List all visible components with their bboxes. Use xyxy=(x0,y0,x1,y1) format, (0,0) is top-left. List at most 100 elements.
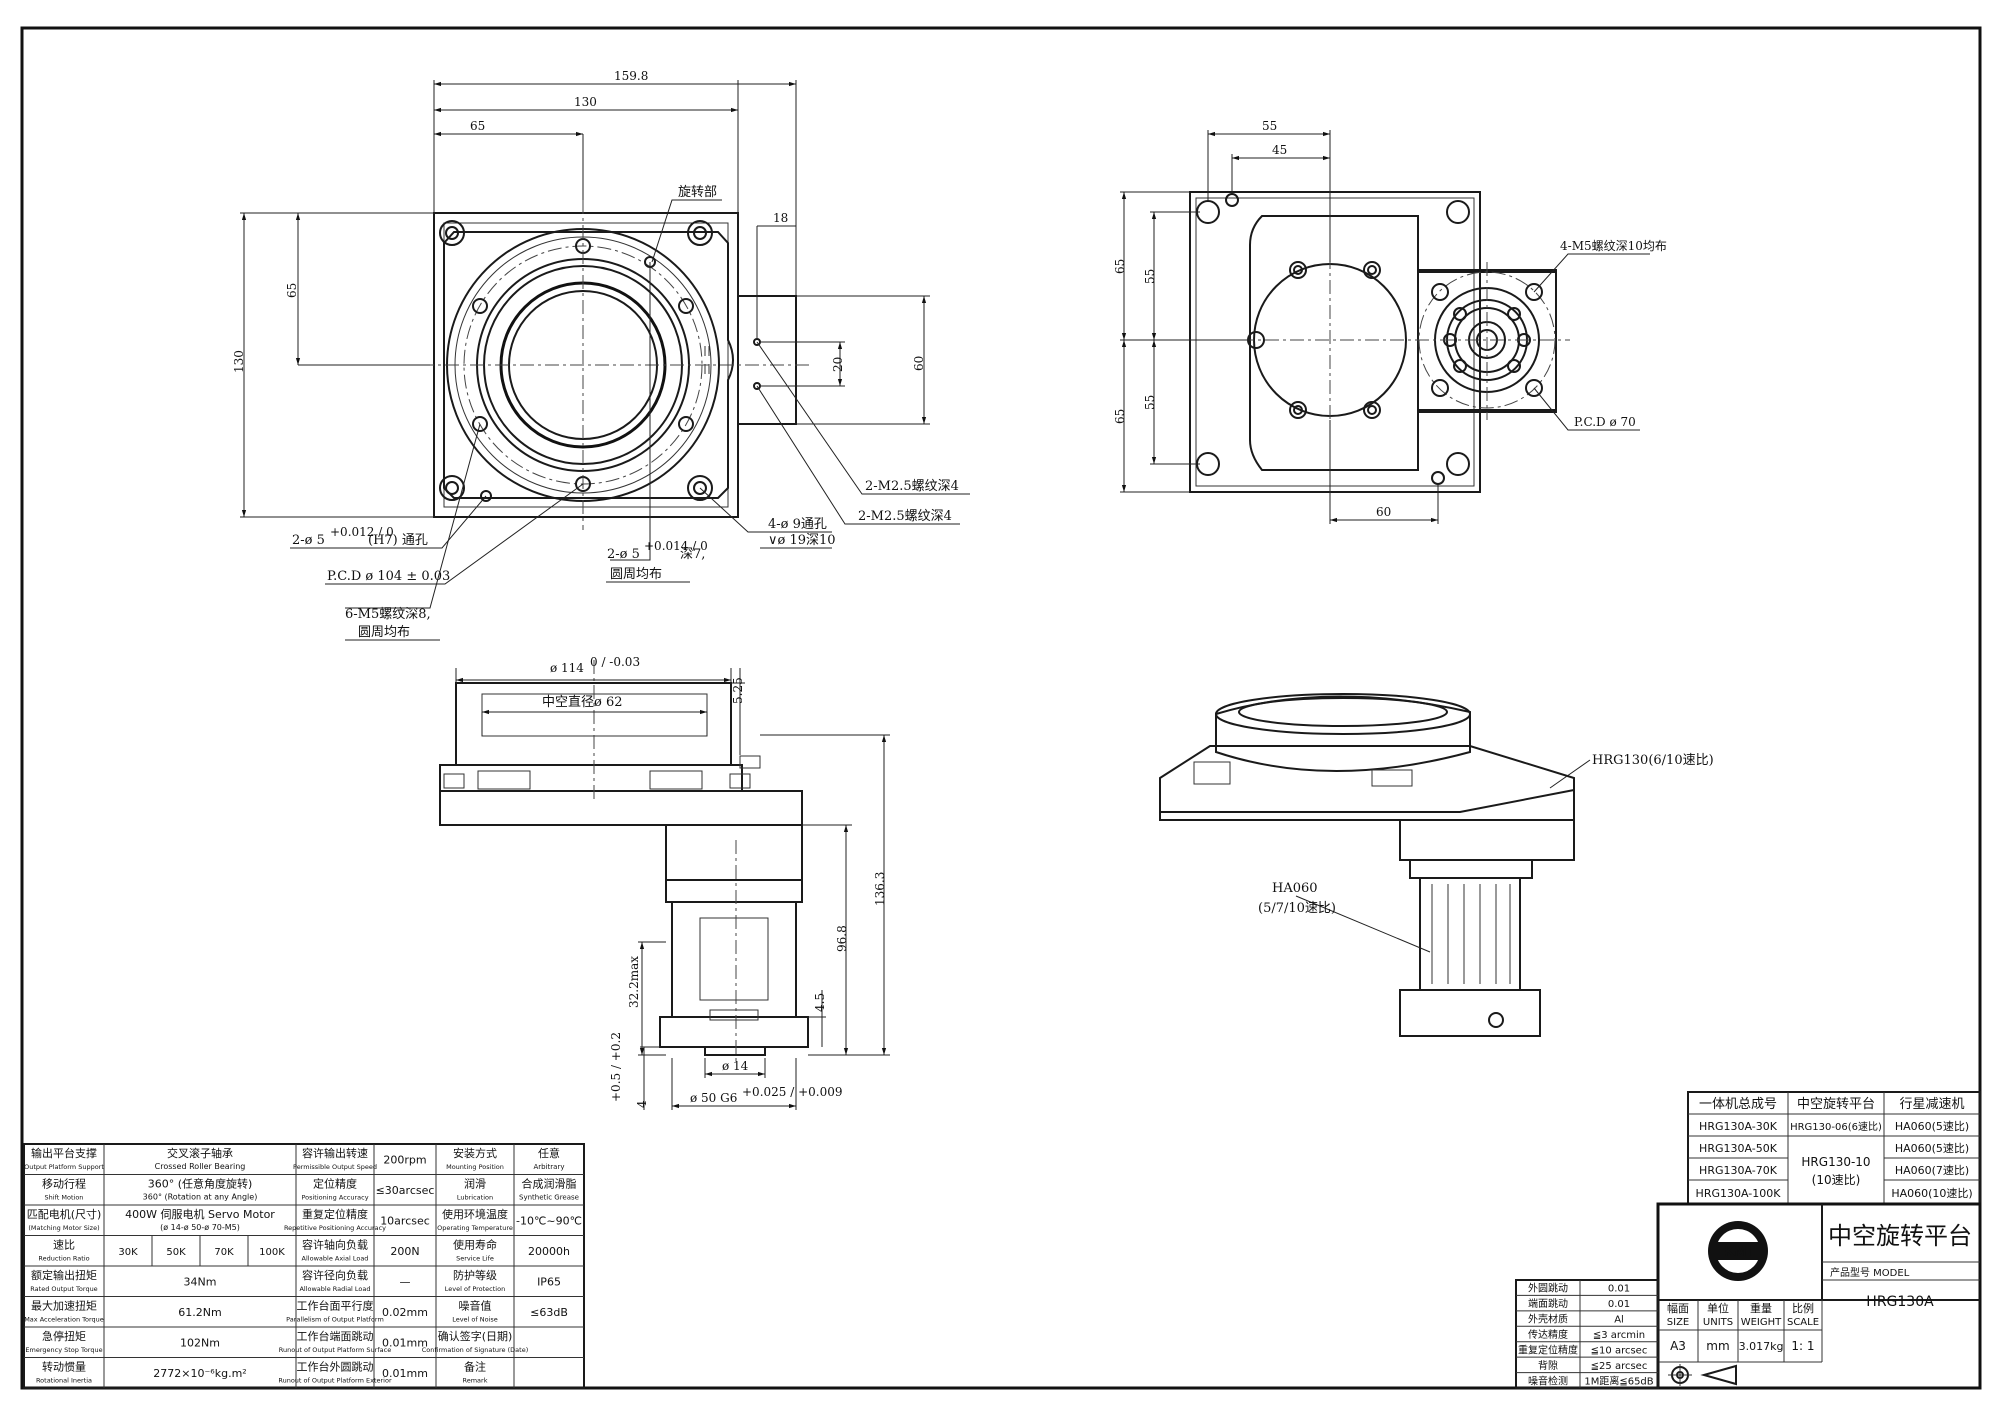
scale-header-en: SCALE xyxy=(1787,1317,1819,1328)
note-pin-hole-depth-tol: +0.014 / 0 xyxy=(644,539,708,553)
spec-ratio-value: 50K xyxy=(166,1247,186,1258)
dim-outer-dia-tol: 0 / -0.03 xyxy=(590,655,640,669)
spec-header-label-en: Output Platform Support xyxy=(24,1163,104,1171)
note-pin-hole-depth-b: 圆周均布 xyxy=(610,567,662,582)
dim-65-bottom: 65 xyxy=(1113,409,1127,424)
spec-value: 20000h xyxy=(528,1245,570,1258)
model-header-reducer: 行星减速机 xyxy=(1899,1097,1964,1112)
iso-label-motor-a: HA060 xyxy=(1272,881,1318,896)
weight-value: 3.017kg xyxy=(1739,1340,1784,1353)
tolerance-value: ≦25 arcsec xyxy=(1591,1361,1648,1372)
bottom-view: 55 45 65 65 55 55 60 4-M5螺纹深10均布 P.C.D ø… xyxy=(1113,119,1667,524)
kmi-logo: KMI xyxy=(1708,1221,1768,1281)
spec-header-label: 容许输出转速 xyxy=(302,1146,368,1160)
note-thru-holes-a: 4-ø 9通孔 xyxy=(768,517,827,532)
model-header-platform: 中空旋转平台 xyxy=(1797,1097,1875,1112)
size-header: 幅面 xyxy=(1667,1302,1689,1315)
tolerance-label: 背隙 xyxy=(1538,1359,1558,1372)
spec-header-label: 速比 xyxy=(53,1239,75,1252)
dim-50: ø 50 G6 xyxy=(690,1091,737,1105)
model-row-4-a: HRG130A-100K xyxy=(1696,1187,1782,1200)
spec-header-label-en: Positioning Accuracy xyxy=(301,1194,368,1202)
dim-60-horiz: 60 xyxy=(1376,505,1391,519)
spec-value-en: Synthetic Grease xyxy=(519,1194,579,1202)
spec-value-en: Crossed Roller Bearing xyxy=(155,1162,246,1171)
spec-header-label-en: Shift Motion xyxy=(45,1194,84,1202)
note-pcd: P.C.D ø 104 ± 0.03 xyxy=(327,569,450,584)
dim-50-tol: +0.025 / +0.009 xyxy=(742,1085,843,1099)
spec-value: 200rpm xyxy=(383,1153,426,1166)
spec-header-label-en: Parallelism of Output Platform xyxy=(286,1316,384,1324)
units-header-en: UNITS xyxy=(1703,1317,1733,1328)
dim-tab-width: 18 xyxy=(773,211,788,225)
spec-header-label-en: Repetitive Positioning Accuracy xyxy=(284,1224,386,1232)
note-thru-holes-b: ∨ø 19深10 xyxy=(768,533,836,548)
spec-header-label: 容许轴向负载 xyxy=(302,1238,368,1252)
title-main: 中空旋转平台 xyxy=(1828,1222,1972,1250)
spec-header-label: 防护等级 xyxy=(453,1268,497,1282)
spec-value: IP65 xyxy=(537,1275,561,1288)
tolerance-value: 0.01 xyxy=(1608,1284,1630,1295)
note-pin-hole-top-tol: +0.012 / 0 xyxy=(330,525,394,539)
top-view: 159.8 130 65 130 65 18 60 20 旋转部 2-M2.5螺… xyxy=(232,69,970,641)
dim-4-tol: +0.5 / +0.2 xyxy=(609,1032,623,1102)
spec-value: 交叉滚子轴承 xyxy=(167,1146,233,1160)
note-m25-b: 2-M2.5螺纹深4 xyxy=(858,509,952,524)
size-value: A3 xyxy=(1670,1339,1686,1353)
spec-value: 10arcsec xyxy=(380,1214,430,1227)
spec-ratio-value: 70K xyxy=(214,1247,234,1258)
dim-45: 4.5 xyxy=(813,993,827,1012)
spec-header-label: 重复定位精度 xyxy=(302,1207,368,1221)
spec-value-en: Arbitrary xyxy=(534,1163,565,1171)
tolerance-value: ≦10 arcsec xyxy=(1591,1345,1648,1356)
spec-header-label-en: Service Life xyxy=(456,1255,494,1263)
dim-968: 96.8 xyxy=(835,925,849,952)
weight-header-en: WEIGHT xyxy=(1741,1317,1782,1328)
scale-value: 1: 1 xyxy=(1791,1339,1814,1353)
spec-header-label: 确认签字(日期) xyxy=(438,1329,513,1343)
spec-header-label-en: Rotational Inertia xyxy=(36,1377,92,1385)
tolerance-label: 传达精度 xyxy=(1528,1328,1568,1341)
spec-value: 0.02mm xyxy=(382,1306,428,1319)
spec-value: 0.01mm xyxy=(382,1367,428,1380)
note-m25-a: 2-M2.5螺纹深4 xyxy=(865,479,959,494)
dim-14: ø 14 xyxy=(722,1059,749,1073)
tolerance-label: 端面跳动 xyxy=(1528,1297,1568,1310)
spec-header-label: 定位精度 xyxy=(313,1177,357,1191)
spec-value: 34Nm xyxy=(184,1275,217,1288)
spec-ratio-value: 30K xyxy=(118,1247,138,1258)
model-value: HRG130A xyxy=(1866,1294,1934,1310)
spec-header-label-en: Remark xyxy=(463,1377,488,1385)
spec-value: 合成润滑脂 xyxy=(522,1177,577,1191)
dim-525: 5.25 xyxy=(731,677,745,704)
model-row-2-c: HA060(5速比) xyxy=(1895,1142,1969,1155)
spec-header-label: 安装方式 xyxy=(453,1146,497,1160)
spec-header-label: 工作台外圆跳动 xyxy=(297,1360,374,1374)
model-row-1-a: HRG130A-30K xyxy=(1699,1120,1778,1133)
dim-overall-width: 159.8 xyxy=(614,69,648,83)
spec-header-label: 移动行程 xyxy=(42,1178,86,1191)
model-platform-merged-b: (10速比) xyxy=(1812,1173,1861,1187)
spec-header-label-en: Rated Output Torque xyxy=(30,1285,97,1293)
spec-header-label: 急停扭矩 xyxy=(42,1329,86,1343)
spec-header-label-en: Runout of Output Platform Surface xyxy=(279,1346,391,1354)
label-rotating-part: 旋转部 xyxy=(678,185,717,200)
projection-symbol-icon xyxy=(1668,1364,1737,1386)
spec-value: 360° (任意角度旋转) xyxy=(148,1177,253,1191)
spec-value: ≤30arcsec xyxy=(376,1184,435,1197)
tolerance-value: ≦3 arcmin xyxy=(1593,1330,1645,1341)
spec-header-label-en: Reduction Ratio xyxy=(38,1255,89,1263)
dim-hole-spacing: 20 xyxy=(831,357,845,372)
note-pin-hole-top: 2-ø 5 xyxy=(292,533,325,548)
model-row-1-b: HRG130-06(6速比) xyxy=(1790,1121,1882,1133)
spec-header-label: 最大加速扭矩 xyxy=(31,1299,97,1313)
dim-hollow: 中空直径ø 62 xyxy=(542,695,623,710)
title-block: KMI 中空旋转平台 产品型号 MODEL HRG130A 幅面 SIZE 单位… xyxy=(1656,1202,1982,1390)
dim-1363: 136.3 xyxy=(873,872,887,906)
note-pin-hole-top-suffix: (H7) 通孔 xyxy=(368,533,428,548)
spec-header-label-en: Runout of Output Platform Exterior xyxy=(278,1377,392,1385)
model-row-3-c: HA060(7速比) xyxy=(1895,1164,1969,1177)
